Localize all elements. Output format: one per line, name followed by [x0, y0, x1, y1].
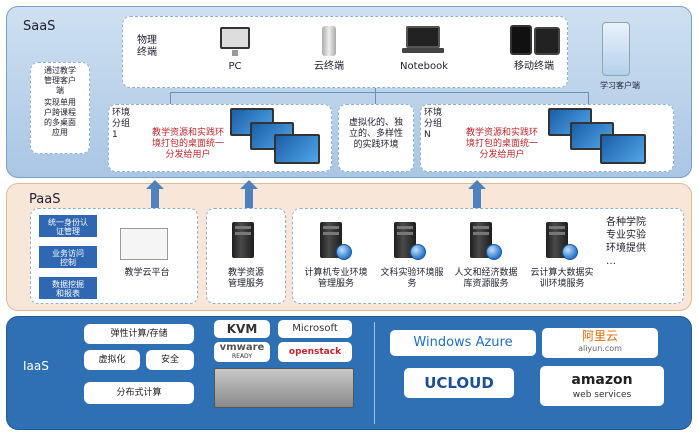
management-client-panel	[30, 62, 90, 154]
data-mining-box: 数据挖掘 和报表	[38, 276, 98, 300]
aliyun-logo-subtext: aliyun.com	[578, 344, 622, 353]
iaas-label: IaaS	[23, 359, 49, 373]
virtual-environment-desc: 虚拟化的、独 立的、多样性 的实践环境	[348, 118, 403, 150]
saas-label: SaaS	[23, 19, 56, 34]
amazon-web-services-logo: amazon web services	[540, 366, 664, 406]
aliyun-logo-text: 阿里云	[581, 329, 618, 343]
access-control-box: 业务访问 控制	[38, 245, 98, 269]
service-label-liberal-arts: 文科实验环境服 务	[380, 268, 444, 289]
service-label-humanities: 人文和经济数据 库资源服务	[454, 268, 518, 289]
identity-auth-box: 统一身份认 证管理	[38, 214, 98, 238]
env-group-1-label: 环境 分组 1	[112, 108, 131, 140]
vmware-logo: vmware READY	[214, 342, 270, 362]
desktop-monitor-icon	[274, 134, 320, 164]
ucloud-logo: UCLOUD	[404, 368, 514, 398]
vmware-logo-text: vmware	[219, 342, 265, 353]
device-label-pc: PC	[228, 61, 242, 72]
env-group-n-label: 环境 分组 N	[424, 108, 443, 140]
device-label-notebook: Notebook	[399, 61, 449, 72]
service-label-bigdata: 云计算大数据实 训环境服务	[530, 268, 594, 289]
device-label-mobile: 移动终端	[514, 61, 554, 72]
tablet-icon	[510, 25, 532, 55]
connector-center	[375, 88, 376, 104]
iaas-divider	[374, 322, 375, 424]
cloud-terminal-icon	[322, 26, 336, 56]
pc-stand	[232, 50, 238, 56]
paas-label: PaaS	[29, 192, 61, 207]
globe-icon	[410, 244, 426, 260]
platform-label: 教学云平台	[124, 268, 170, 278]
desktop-monitor-icon	[600, 134, 646, 164]
learning-client-icon	[602, 22, 630, 76]
env-group-1-desc: 教学资源和实践环 境打包的桌面统一 分发给用户	[151, 128, 224, 160]
connector-right	[588, 92, 589, 106]
virtual-environment-panel	[338, 104, 414, 172]
windows-azure-logo: Windows Azure	[390, 330, 536, 356]
service-label-computer: 计算机专业环境 管理服务	[304, 268, 368, 289]
management-client-title: 通过教学 管理客户 端	[44, 66, 76, 95]
kvm-logo: KVM	[214, 320, 270, 338]
connector-line	[170, 92, 588, 93]
resource-mgmt-label: 教学资源 管理服务	[227, 268, 264, 289]
mobile-terminal-icon	[534, 27, 560, 55]
env-group-n-desc: 教学资源和实践环 境打包的桌面统一 分发给用户	[465, 128, 538, 160]
amazon-logo-text: amazon	[571, 372, 633, 388]
up-arrow-icon	[146, 180, 164, 214]
globe-icon	[562, 244, 578, 260]
server-icon	[232, 222, 254, 258]
elastic-compute-box: 弹性计算/存储	[84, 324, 194, 344]
openstack-logo: openstack	[278, 342, 352, 362]
device-label-cloud-terminal: 云终端	[314, 61, 344, 72]
globe-icon	[486, 244, 502, 260]
microsoft-logo: Microsoft	[278, 320, 352, 338]
server-rack-icon	[214, 368, 354, 408]
paas-right-text: 各种学院 专业实验 环境提供 …	[606, 217, 646, 267]
connector-left	[170, 92, 171, 106]
physical-terminal-label: 物理 终端	[137, 35, 157, 58]
distributed-compute-box: 分布式计算	[84, 382, 194, 404]
pc-icon	[220, 27, 250, 49]
aliyun-logo: 阿里云 aliyun.com	[542, 328, 658, 358]
platform-screenshot-icon	[120, 228, 168, 260]
notebook-base	[402, 48, 444, 53]
vmware-logo-subtext: READY	[231, 353, 253, 360]
up-arrow-icon	[468, 180, 486, 214]
up-arrow-icon	[240, 180, 258, 214]
learning-client-label: 学习客户端	[600, 81, 640, 90]
security-box: 安全	[146, 350, 194, 370]
globe-icon	[336, 244, 352, 260]
virtualization-box: 虚拟化	[84, 350, 140, 370]
management-client-body: 实现单用 户跨课程 的多桌面 应用	[44, 98, 76, 137]
physical-terminals-panel	[122, 16, 568, 88]
notebook-icon	[406, 26, 440, 48]
amazon-logo-subtext: web services	[572, 390, 632, 400]
